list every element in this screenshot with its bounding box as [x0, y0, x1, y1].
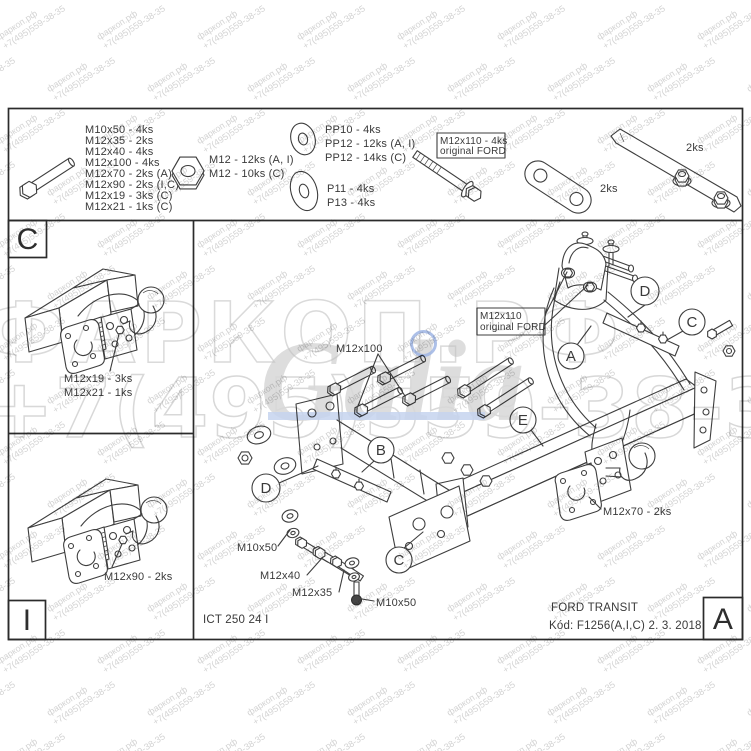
- svg-text:PP12 - 14ks (C): PP12 - 14ks (C): [325, 152, 406, 164]
- svg-text:M12 - 10ks (C): M12 - 10ks (C): [209, 168, 285, 180]
- lower-strap: [312, 458, 392, 503]
- title-block: ICT 250 24 I FORD TRANSIT Kód: F1256(A,I…: [203, 602, 702, 632]
- sheet-tag-box: [702, 596, 744, 641]
- svg-text:PP10 - 4ks: PP10 - 4ks: [325, 124, 381, 136]
- panel-c-label-2: M12x21 - 1ks: [64, 387, 133, 399]
- nut-icon: [172, 157, 204, 189]
- m12x110-bolts: [455, 357, 534, 419]
- svg-text:M10x50 - 4ks: M10x50 - 4ks: [85, 124, 154, 136]
- callouts: A D C E B D C: [251, 276, 706, 574]
- vehicle-name: FORD TRANSIT: [551, 602, 638, 614]
- panel-i-tag-box: [7, 599, 47, 641]
- svg-text:M12x70 - 2ks (A): M12x70 - 2ks (A): [85, 168, 172, 180]
- callout-b: B: [361, 436, 395, 473]
- panel-c-tag: C: [17, 223, 39, 256]
- callout-d-top: D: [627, 276, 660, 318]
- panel-i: M12x90 - 2ks: [28, 479, 173, 583]
- main-assembly: M12x100 M12x110 original FORD M10x50 M12…: [203, 231, 735, 632]
- washer-stack: [238, 425, 297, 497]
- bolt-size-list: M10x50 - 4ks M12x35 - 2ks M12x40 - 4ks M…: [85, 124, 179, 213]
- link-plate-icon: [524, 160, 592, 214]
- towball-detail-c: [25, 269, 164, 373]
- link-plate-qty: 2ks: [600, 183, 618, 195]
- strap-qty: 2ks: [686, 142, 704, 154]
- svg-text:M12x19 - 3ks (C): M12x19 - 3ks (C): [85, 190, 173, 202]
- svg-text:E: E: [518, 412, 528, 429]
- label-m12x35: M12x35: [292, 587, 332, 599]
- parts-list-row: M10x50 - 4ks M12x35 - 2ks M12x40 - 4ks M…: [16, 122, 742, 214]
- nut-size-list: M12 - 12ks (A, I) M12 - 10ks (C): [209, 154, 294, 180]
- svg-text:M12x21 - 1ks (C): M12x21 - 1ks (C): [85, 201, 173, 213]
- label-m10x50-left: M10x50: [237, 542, 277, 554]
- callout-c-top: C: [666, 308, 706, 341]
- svg-text:M12 - 12ks (A, I): M12 - 12ks (A, I): [209, 154, 294, 166]
- svg-text:M12x110: M12x110: [480, 311, 522, 322]
- svg-text:original FORD: original FORD: [440, 146, 506, 157]
- svg-text:M12x100 - 4ks: M12x100 - 4ks: [85, 157, 160, 169]
- bolt-icon: [16, 157, 75, 201]
- svg-text:D: D: [260, 480, 271, 497]
- washer-small-icon: [290, 122, 316, 156]
- label-m10x50-bottom: M10x50: [376, 597, 416, 609]
- sheet-tag: A: [713, 603, 733, 636]
- code-line: Kód: F1256(A,I,C) 2. 3. 2018: [549, 620, 702, 632]
- callout-a: A: [557, 325, 592, 370]
- svg-text:M12x90 - 2ks (I,C): M12x90 - 2ks (I,C): [85, 179, 179, 191]
- panel-i-label: M12x90 - 2ks: [104, 571, 173, 583]
- washer-large-icon: [289, 170, 319, 212]
- label-m12x110-box: M12x110 original FORD: [476, 271, 589, 336]
- panel-c-label-1: M12x19 - 3ks: [64, 373, 133, 385]
- upper-strap: [602, 312, 735, 356]
- callout-d-bottom: D: [251, 465, 319, 503]
- label-m12x40: M12x40: [260, 570, 300, 582]
- ford-bolt-label-box: M12x110 - 4ks original FORD: [436, 132, 507, 159]
- sheet-frame: C I A: [7, 107, 744, 641]
- doc-number: ICT 250 24 I: [203, 614, 268, 626]
- svg-text:C: C: [393, 552, 404, 569]
- svg-text:B: B: [376, 442, 386, 459]
- svg-text:M12x110 - 4ks: M12x110 - 4ks: [440, 136, 507, 147]
- panel-c-tag-box: [7, 219, 48, 259]
- svg-text:PP12 - 12ks (A, I): PP12 - 12ks (A, I): [325, 138, 415, 150]
- label-m12x70: M12x70 - 2ks: [603, 506, 672, 518]
- label-m12x100: M12x100: [336, 343, 383, 355]
- ball-mount: [554, 409, 656, 521]
- m12x100-bolts: [325, 354, 452, 418]
- svg-text:P13 - 4ks: P13 - 4ks: [327, 197, 376, 209]
- ford-bolt-icon: [412, 150, 486, 206]
- callout-c-bottom: C: [385, 531, 424, 574]
- strap-icon: [610, 128, 742, 213]
- svg-text:D: D: [639, 283, 650, 300]
- svg-text:P11 - 4ks: P11 - 4ks: [327, 183, 375, 195]
- svg-text:A: A: [566, 348, 576, 365]
- panel-i-tag: I: [23, 604, 32, 637]
- svg-text:M12x35 - 2ks: M12x35 - 2ks: [85, 135, 154, 147]
- svg-text:C: C: [686, 314, 697, 331]
- towball-detail-i: [28, 479, 167, 583]
- callout-e: E: [509, 406, 544, 447]
- main-labels: M12x100 M12x110 original FORD M10x50 M12…: [237, 271, 672, 609]
- svg-text:M12x40 - 4ks: M12x40 - 4ks: [85, 146, 154, 158]
- svg-text:original FORD: original FORD: [480, 322, 546, 333]
- washer-small-list: PP10 - 4ks PP12 - 12ks (A, I) PP12 - 14k…: [325, 124, 415, 164]
- washer-large-list: P11 - 4ks P13 - 4ks: [327, 183, 376, 209]
- panel-c: M12x19 - 3ks M12x21 - 1ks: [25, 269, 164, 399]
